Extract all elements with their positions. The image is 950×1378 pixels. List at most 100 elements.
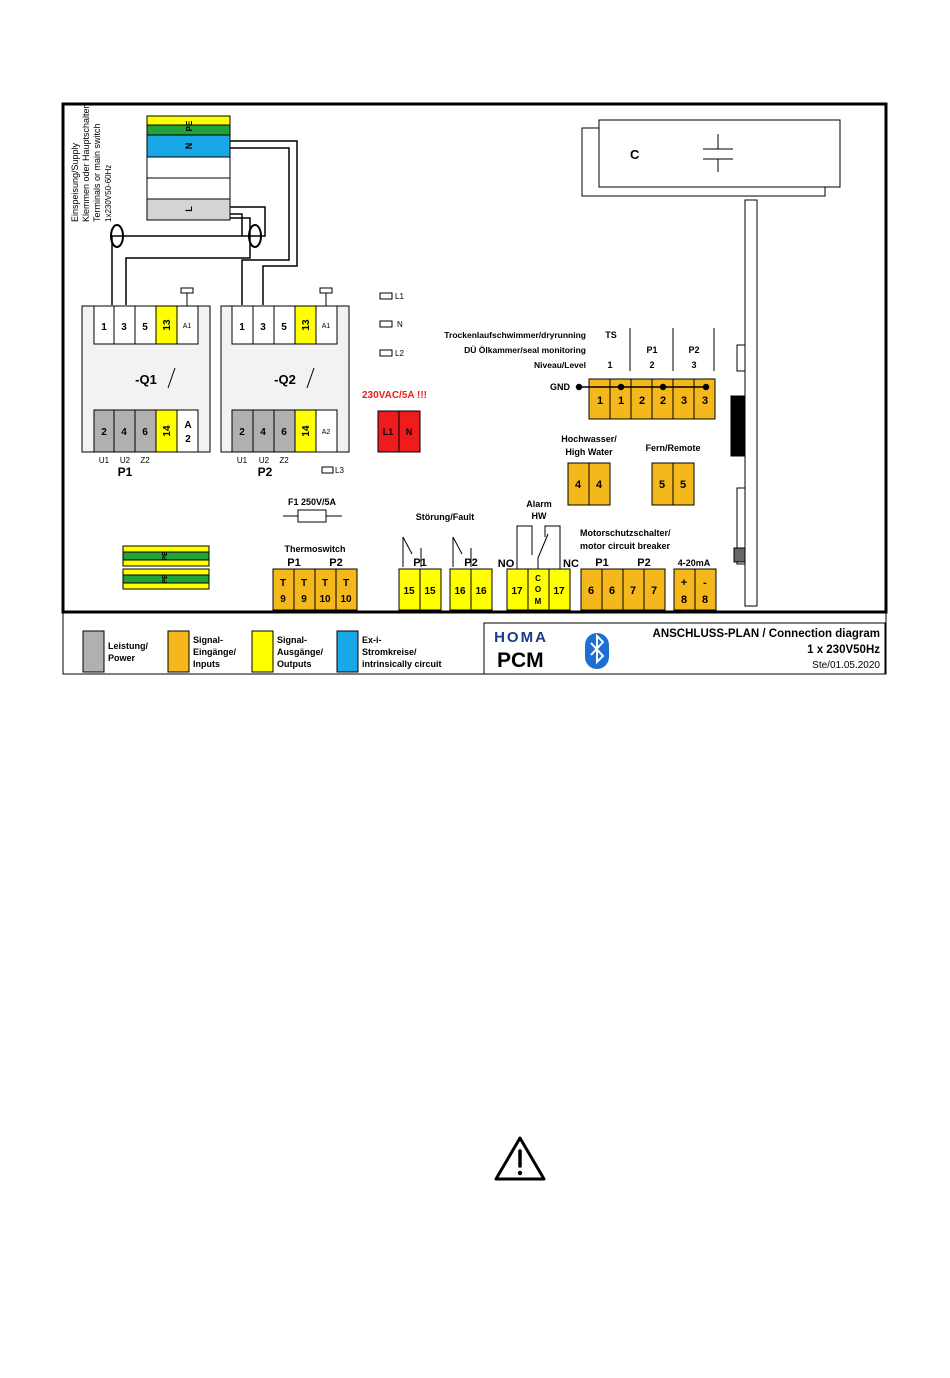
alarm-no: NO [498, 558, 515, 570]
diagram-title: ANSCHLUSS-PLAN / Connection diagram [653, 628, 880, 640]
motor-title-1: Motorschutzschalter/ [580, 528, 671, 538]
side-terminal-l1: L1 [395, 292, 404, 301]
legend-power-1: Leistung/ [108, 641, 148, 651]
pe-block-label: PE [162, 574, 169, 584]
alarm-contacts [516, 525, 561, 569]
level-terminal: 1 [618, 395, 624, 407]
level-row-2: DÜ Ölkammer/seal monitoring [464, 345, 586, 355]
supply-l-label: L [184, 206, 194, 212]
supply-wiring [110, 140, 298, 305]
q1-terminal: 1 [101, 322, 107, 333]
q1-terminal: A1 [183, 323, 192, 330]
thermo-title: Thermoswitch [284, 544, 345, 554]
level-n3: 3 [691, 360, 696, 370]
level-terminal: 3 [681, 395, 687, 407]
level-p1: P1 [646, 345, 657, 355]
level-terminal: 2 [660, 395, 666, 407]
legend-frame [62, 611, 887, 675]
q1-terminal: 13 [162, 319, 173, 331]
motor-terminal: 6 [609, 585, 615, 597]
fuse-label: F1 250V/5A [288, 497, 337, 507]
alarm-title-2: HW [532, 511, 547, 521]
q2-terminal: 5 [281, 322, 287, 333]
q1-terminal-a2: A [184, 420, 191, 431]
remote-terminal: 5 [680, 479, 686, 491]
supply-line-3: Terminals or main switch [92, 123, 102, 222]
q2-terminal: 2 [239, 427, 245, 438]
q2-terminal: 3 [260, 322, 266, 333]
thermo-p1: P1 [287, 557, 300, 569]
level-dividers [629, 328, 715, 371]
bluetooth-icon [585, 633, 609, 669]
q2-terminal: 14 [301, 425, 312, 437]
thermo-terminal-top: T [301, 578, 307, 589]
level-terminal: 2 [639, 395, 645, 407]
q1-phase: Z2 [140, 456, 150, 465]
q2-phase: U1 [237, 456, 248, 465]
thermo-terminal-top: T [280, 578, 286, 589]
thermo-terminal-bottom: 10 [340, 594, 352, 605]
q2-pump: P2 [258, 465, 273, 479]
q1-name: -Q1 [135, 372, 157, 387]
remote-terminal: 5 [659, 479, 665, 491]
alarm-terminal-17: 17 [553, 586, 565, 597]
legend [82, 630, 359, 673]
fuse-symbol [283, 509, 342, 523]
fault-terminal: 15 [403, 586, 415, 597]
level-row-1: Trockenlaufschwimmer/dryrunning [444, 330, 586, 340]
supply-n-label: N [184, 143, 194, 150]
contactor-q1 [81, 287, 211, 453]
level-ts: TS [605, 330, 617, 340]
thermo-terminals [272, 568, 358, 611]
motor-p1: P1 [595, 557, 608, 569]
q2-terminal: A2 [322, 429, 331, 436]
remote-label: Fern/Remote [645, 443, 700, 453]
q1-terminal: 14 [162, 425, 173, 437]
mains-l1: L1 [383, 427, 394, 437]
legend-exi-3: intrinsically circuit [362, 659, 442, 669]
diagram-supply: 1 x 230V50Hz [807, 644, 880, 656]
legend-exi-1: Ex-i- [362, 635, 382, 645]
q1-pump: P1 [118, 465, 133, 479]
title-block [483, 622, 886, 675]
level-terminal: 1 [597, 395, 603, 407]
level-n1: 1 [607, 360, 612, 370]
capacitor [581, 119, 841, 197]
high-water-terminal: 4 [596, 479, 603, 491]
q2-terminal: A1 [322, 323, 331, 330]
alarm-nc: NC [563, 558, 579, 570]
product-name: PCM [497, 649, 544, 672]
high-water-label-2: High Water [565, 447, 613, 457]
level-terminals [588, 378, 716, 420]
q1-terminal-a2: 2 [185, 434, 191, 445]
motor-terminal: 7 [651, 585, 657, 597]
fault-terminal: 15 [424, 586, 436, 597]
legend-exi-2: Stromkreise/ [362, 647, 417, 657]
q1-terminal: 6 [142, 427, 148, 438]
alarm-com: C [535, 574, 541, 583]
remote-terminals [651, 462, 695, 506]
supply-line-2: Klemmen oder Hauptschalter/ [81, 102, 91, 222]
gnd-bus [575, 383, 710, 391]
motor-terminals [580, 568, 666, 611]
side-terminals [321, 292, 393, 474]
thermo-terminal-top: T [343, 578, 349, 589]
level-n2: 2 [649, 360, 654, 370]
supply-line-1: Einspeisung/Supply [70, 142, 80, 222]
analog-minus: - [703, 577, 707, 589]
motor-p2: P2 [637, 557, 650, 569]
warning-icon [494, 1136, 546, 1181]
side-terminal-n: N [397, 320, 403, 329]
diagram-date: Ste/01.05.2020 [812, 660, 880, 671]
q2-terminal: 1 [239, 322, 245, 333]
analog-terminals [673, 568, 717, 611]
q2-name: -Q2 [274, 372, 296, 387]
alarm-title-1: Alarm [526, 499, 552, 509]
thermo-terminal-bottom: 9 [301, 594, 307, 605]
q1-terminal: 5 [142, 322, 148, 333]
supply-terminals [146, 115, 231, 221]
side-terminal-l3: L3 [335, 466, 344, 475]
level-row-3: Niveau/Level [534, 360, 586, 370]
legend-output-2: Ausgänge/ [277, 647, 324, 657]
